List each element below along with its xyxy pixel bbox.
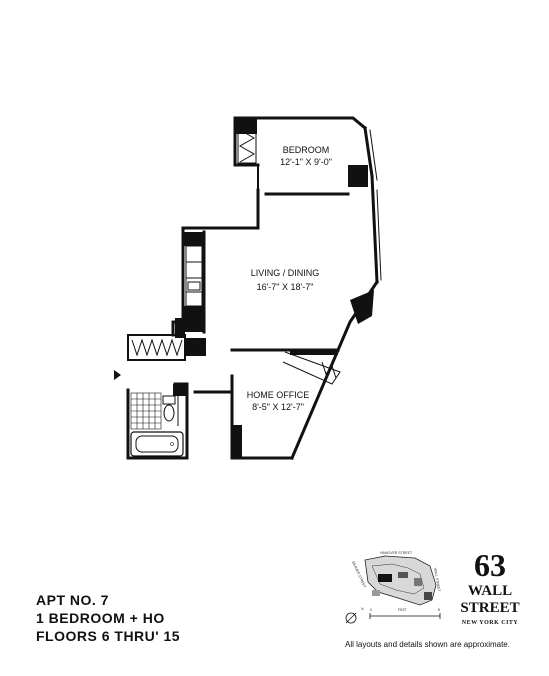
compass-n: N bbox=[361, 607, 364, 611]
bathtub-icon bbox=[130, 431, 184, 457]
apt-type: 1 BEDROOM + HO bbox=[36, 610, 165, 626]
apt-number: APT NO. 7 bbox=[36, 592, 109, 608]
disclaimer: All layouts and details shown are approx… bbox=[345, 640, 510, 649]
key-street-left: BEAVER STREET bbox=[351, 561, 367, 590]
scale-zero: 0 bbox=[370, 608, 372, 612]
apt-floors: FLOORS 6 THRU' 15 bbox=[36, 628, 181, 644]
hall-closet bbox=[131, 338, 183, 357]
scale-unit: FEET bbox=[398, 608, 408, 612]
office-name: HOME OFFICE bbox=[247, 390, 310, 400]
living-name: LIVING / DINING bbox=[251, 268, 320, 278]
bedroom-dims: 12'-1" X 9'-0" bbox=[280, 157, 332, 167]
office-dims: 8'-5" X 12'-7" bbox=[252, 402, 304, 412]
stove-icon bbox=[187, 309, 193, 315]
brand-line1: WALL bbox=[467, 583, 513, 599]
scale-max: 8 bbox=[438, 608, 440, 612]
brand-number: 63 bbox=[474, 547, 506, 583]
key-street-top: HANOVER STREET bbox=[380, 551, 413, 555]
key-street-right: WALL STREET bbox=[433, 567, 441, 592]
brand-line2: STREET bbox=[460, 600, 520, 616]
bedroom-name: BEDROOM bbox=[283, 145, 330, 155]
sink-icon bbox=[187, 281, 201, 291]
office-closet bbox=[282, 351, 341, 385]
toilet-icon bbox=[162, 395, 176, 405]
brand-city: NEW YORK CITY bbox=[461, 620, 519, 626]
bedroom-closet bbox=[237, 129, 257, 164]
kitchen-counter bbox=[185, 245, 203, 323]
compass-icon bbox=[345, 612, 357, 624]
living-dims: 16'-7" X 18'-7" bbox=[257, 282, 314, 292]
wall-blocks bbox=[173, 118, 374, 458]
entry-arrow-icon bbox=[114, 370, 121, 380]
bathroom bbox=[130, 392, 184, 457]
key-plan: HANOVER STREET BEAVER STREET WALL STREET… bbox=[345, 551, 441, 624]
